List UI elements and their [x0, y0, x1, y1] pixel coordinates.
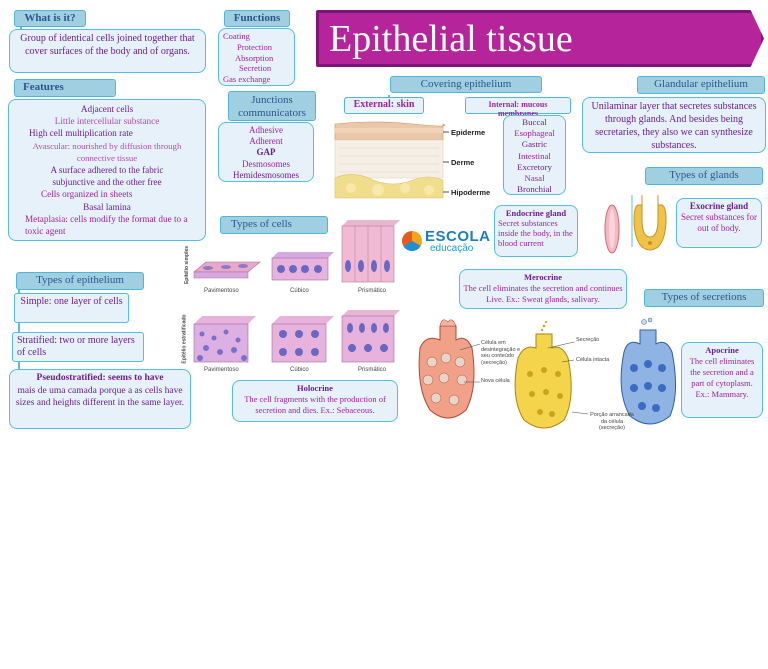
- functions-box: Coating Protection Absorption Secretion …: [218, 28, 295, 86]
- skin-layers-illustration: [334, 121, 449, 199]
- simple-box: Simple: one layer of cells: [14, 293, 129, 323]
- junction-item: Adherent: [249, 136, 283, 147]
- pseudostratified-title: Pseudostratified: seems to have: [36, 373, 164, 383]
- logo-bottom: educação: [430, 243, 474, 254]
- holocrine-text: The cell fragments with the production o…: [244, 394, 386, 415]
- types-of-cells-header: Types of cells: [220, 216, 328, 234]
- junctions-box: Adhesive Adherent GAP Desmosomes Hemides…: [218, 122, 314, 182]
- what-is-it-text: Group of identical cells joined together…: [20, 33, 195, 57]
- skin-layer-hipoderme: Hipoderme: [451, 188, 491, 197]
- merocrine-text: The cell eliminates the secretion and co…: [463, 283, 623, 304]
- mucous-item: Intestinal: [518, 150, 551, 161]
- label-porcao-arrancada: Porção arrancada da célula (secreção): [590, 412, 634, 431]
- cell-label-prismatico-stratified: Prismático: [358, 367, 387, 373]
- stratified-side-label: Epitélio estratificado: [181, 314, 188, 364]
- internal-items-box: Buccal Esophageal Gastric Intestinal Exc…: [503, 115, 566, 195]
- glandular-box: Unilaminar layer that secretes substance…: [582, 97, 766, 153]
- junction-item: Hemidesmosomes: [233, 169, 299, 180]
- feature-item: Metaplasia: cells modify the format due …: [25, 213, 188, 237]
- cell-label-pavimentoso-simple: Pavimentoso: [204, 288, 239, 294]
- feature-item: Avascular: nourished by diffusion throug…: [32, 140, 182, 163]
- what-is-it-header: What is it?: [14, 10, 86, 27]
- cell-types-illustration: [193, 220, 400, 363]
- junction-item: Desmosomes: [242, 158, 290, 169]
- exocrine-box: Exocrine gland Secret substances for out…: [676, 198, 762, 248]
- function-item: Coating: [223, 31, 250, 41]
- label-secrecao: Secreção: [576, 337, 600, 343]
- merocrine-box: Merocrine The cell eliminates the secret…: [459, 269, 627, 309]
- exocrine-title: Exocrine gland: [689, 201, 749, 211]
- mucous-item: Nasal: [524, 173, 545, 184]
- feature-item: Cells organized in sheets: [41, 189, 133, 200]
- apocrine-text: The cell eliminates the secretion and a …: [689, 356, 755, 399]
- types-of-epithelium-header: Types of epithelium: [16, 272, 144, 290]
- junction-item: GAP: [256, 147, 276, 158]
- merocrine-title: Merocrine: [523, 272, 563, 282]
- mucous-item: Gastric: [521, 139, 548, 150]
- apocrine-box: Apocrine The cell eliminates the secreti…: [681, 342, 763, 418]
- label-celula-intacta: Célula intacta: [576, 357, 610, 363]
- mucous-item: Buccal: [522, 117, 547, 127]
- functions-header: Functions: [224, 10, 290, 27]
- glands-illustration: [604, 195, 667, 254]
- holocrine-box: Holocrine The cell fragments with the pr…: [232, 380, 398, 422]
- feature-item: subjunctive and the other free: [52, 177, 162, 188]
- label-nova-celula: Nova célula: [481, 378, 510, 384]
- holocrine-title: Holocrine: [297, 383, 333, 393]
- endocrine-title: Endocrine gland: [505, 208, 567, 218]
- features-header: Features: [14, 79, 116, 97]
- secretion-types-illustration: [418, 317, 677, 429]
- external-skin-label: External: skin: [344, 97, 424, 114]
- title-banner: Epithelial tissue: [316, 10, 764, 67]
- stratified-text: Stratified: two or more layers of cells: [17, 335, 135, 358]
- mucous-item: Bronchial: [517, 184, 552, 195]
- what-is-it-box: Group of identical cells joined together…: [9, 29, 206, 73]
- cell-label-prismatico-simple: Prismático: [358, 288, 387, 294]
- cell-label-cubico-stratified: Cúbico: [290, 367, 309, 373]
- stratified-box: Stratified: two or more layers of cells: [12, 332, 144, 362]
- label-celula-em-desintegracao: Célula em desintegração e seu conteúdo (…: [481, 340, 521, 366]
- types-of-secretions-header: Types of secretions: [644, 289, 764, 307]
- cell-label-cubico-simple: Cúbico: [290, 288, 309, 294]
- mucous-item: Excretory: [517, 161, 552, 172]
- pseudostratified-text: mais de uma camada porque a as cells hav…: [15, 385, 185, 409]
- function-item: Secretion: [239, 63, 272, 74]
- glandular-header: Glandular epithelium: [637, 76, 765, 94]
- function-item: Gas exchange: [223, 74, 271, 85]
- function-item: Absorption: [235, 52, 274, 63]
- feature-item: A surface adhered to the fabric: [50, 165, 164, 176]
- skin-layer-derme: Derme: [451, 158, 475, 167]
- function-item: Protection: [237, 41, 272, 52]
- internal-mucous-label: Internal: mucous membranes: [465, 97, 571, 118]
- page-title: Epithelial tissue: [329, 18, 573, 60]
- feature-item: Basal lamina: [83, 201, 131, 212]
- feature-item: High cell multiplication rate: [29, 128, 133, 139]
- cell-label-pavimentoso-stratified: Pavimentoso: [204, 367, 239, 373]
- covering-header: Covering epithelium: [390, 76, 542, 93]
- feature-item: Adjacent cells: [80, 104, 134, 114]
- endocrine-text: Secret substances inside the body, in th…: [498, 218, 573, 248]
- features-box: Adjacent cells Little intercellular subs…: [8, 99, 206, 241]
- escola-logo: ESCOLA educação: [402, 228, 492, 254]
- junctions-header: Junctions communicators: [228, 91, 316, 121]
- feature-item: Little intercellular substance: [54, 116, 160, 127]
- simple-text: Simple: one layer of cells: [20, 296, 123, 307]
- types-of-glands-header: Types of glands: [645, 167, 763, 185]
- connector: [20, 27, 22, 30]
- skin-layer-epiderme: Epiderme: [451, 128, 486, 137]
- exocrine-text: Secret substances for out of body.: [681, 212, 757, 233]
- endocrine-box: Endocrine gland Secret substances inside…: [494, 205, 578, 257]
- apocrine-title: Apocrine: [705, 345, 739, 355]
- junction-item: Adhesive: [249, 125, 283, 135]
- pseudostratified-box: Pseudostratified: seems to have mais de …: [9, 369, 191, 429]
- glandular-text: Unilaminar layer that secretes substance…: [591, 101, 757, 151]
- logo-icon: [402, 231, 422, 251]
- logo-top: ESCOLA: [425, 228, 491, 245]
- mucous-item: Esophageal: [514, 128, 555, 139]
